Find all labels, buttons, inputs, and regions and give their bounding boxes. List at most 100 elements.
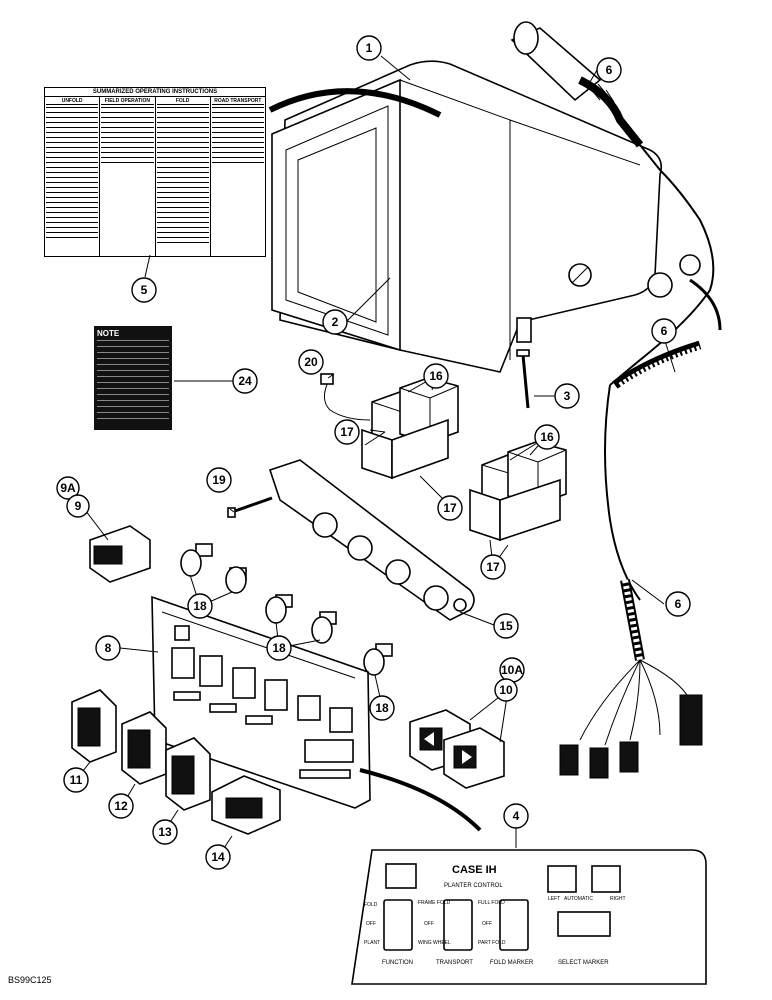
svg-text:18: 18 [375, 701, 389, 715]
function-label-fold: FOLD [364, 902, 378, 908]
svg-text:14: 14 [211, 850, 225, 864]
control-box-housing [268, 60, 663, 373]
callout-24: 24 [232, 368, 258, 394]
figure-code: BS99C125 [8, 975, 52, 985]
svg-text:17: 17 [443, 501, 457, 515]
callout-6-top: 6 [596, 57, 622, 83]
callout-19: 19 [206, 467, 232, 493]
svg-text:3: 3 [564, 389, 571, 403]
callout-4: 4 [503, 803, 529, 829]
callout-18-b: 18 [266, 635, 292, 661]
decal-brand: CASE IH [452, 864, 497, 876]
arrow-switches-10 [409, 709, 505, 789]
svg-text:18: 18 [193, 599, 207, 613]
svg-text:8: 8 [105, 641, 112, 655]
svg-text:4: 4 [513, 809, 520, 823]
svg-text:6: 6 [661, 324, 668, 338]
svg-text:16: 16 [429, 369, 443, 383]
callout-9: 9 [66, 494, 90, 518]
instructions-col-field-operation: FIELD OPERATION [101, 98, 154, 105]
callout-2: 2 [322, 309, 348, 335]
rocker-switch-14 [211, 775, 281, 835]
callout-6-low: 6 [665, 591, 691, 617]
bottom-label-select-marker: SELECT MARKER [558, 960, 609, 966]
callout-13: 13 [152, 819, 178, 845]
rocker-switch-13 [165, 737, 211, 811]
callout-8: 8 [95, 635, 121, 661]
callout-12: 12 [108, 793, 134, 819]
svg-text:16: 16 [540, 430, 554, 444]
svg-text:10: 10 [499, 683, 513, 697]
callout-16-upper: 16 [423, 363, 449, 389]
callout-15: 15 [493, 613, 519, 639]
fold-marker-label-full: FULL FOLD [478, 900, 505, 906]
svg-text:1: 1 [366, 41, 373, 55]
svg-text:24: 24 [238, 374, 252, 388]
callout-18-a: 18 [187, 593, 213, 619]
planter-control-decal: CASE IH PLANTER CONTROL FOLD OFF PLANT F… [351, 849, 707, 985]
mounting-bracket-15 [268, 459, 475, 621]
transport-label-off: OFF [424, 921, 434, 927]
select-label-left: LEFT [548, 896, 560, 902]
svg-text:17: 17 [486, 560, 500, 574]
callout-9a: 9A [56, 476, 80, 500]
note-title: NOTE [97, 329, 120, 338]
instructions-title: SUMMARIZED OPERATING INSTRUCTIONS [45, 88, 265, 97]
svg-text:9: 9 [75, 499, 82, 513]
indicator-lamps-18 [180, 543, 393, 676]
push-switch-9 [89, 525, 151, 583]
callout-16-lower: 16 [534, 424, 560, 450]
select-label-right: RIGHT [610, 896, 626, 902]
callout-6-mid: 6 [651, 318, 677, 344]
note-decal: NOTE [94, 326, 172, 430]
bottom-label-function: FUNCTION [382, 960, 413, 966]
rocker-switch-12 [121, 711, 167, 785]
function-label-plant: PLANT [364, 940, 380, 946]
instructions-col-road-transport: ROAD TRANSPORT [211, 98, 264, 105]
svg-text:9A: 9A [60, 481, 76, 495]
bottom-label-transport: TRANSPORT [436, 960, 473, 966]
transport-label-wing-wheel: WING WHEEL [418, 940, 451, 946]
callout-11: 11 [63, 767, 89, 793]
fold-marker-label-part: PART FOLD [478, 940, 506, 946]
transport-label-frame-fold: FRAME FOLD [418, 900, 451, 906]
callout-5: 5 [131, 277, 157, 303]
callout-14: 14 [205, 844, 231, 870]
callout-10a: 10A [499, 657, 525, 683]
callout-10: 10 [494, 678, 518, 702]
svg-text:12: 12 [114, 799, 128, 813]
svg-text:18: 18 [272, 641, 286, 655]
decal-title: PLANTER CONTROL [444, 883, 503, 889]
svg-text:6: 6 [606, 63, 613, 77]
callout-20: 20 [298, 349, 324, 375]
svg-text:5: 5 [141, 283, 148, 297]
callout-18-c: 18 [369, 695, 395, 721]
callout-17-b: 17 [437, 495, 463, 521]
callout-17-c: 17 [480, 554, 506, 580]
harness-connector-6 [510, 21, 722, 779]
rocker-switch-11 [71, 689, 117, 763]
svg-text:2: 2 [332, 315, 339, 329]
svg-text:13: 13 [158, 825, 172, 839]
relay-group-lower [469, 441, 567, 542]
callout-17-a: 17 [334, 419, 360, 445]
relay-group-upper [361, 377, 459, 480]
operating-instructions-decal: SUMMARIZED OPERATING INSTRUCTIONS UNFOLD… [44, 87, 266, 257]
bottom-label-fold-marker: FOLD MARKER [490, 960, 534, 966]
callouts: 1 5 2 3 6 6 6 24 20 16 16 17 17 17 19 9A… [56, 35, 691, 870]
screw-19 [227, 496, 273, 518]
svg-text:11: 11 [70, 773, 83, 787]
instructions-col-unfold: UNFOLD [46, 98, 99, 105]
svg-text:19: 19 [212, 473, 226, 487]
callout-1: 1 [356, 35, 382, 61]
screw-3 [516, 349, 530, 409]
svg-text:6: 6 [675, 597, 682, 611]
svg-text:20: 20 [304, 355, 318, 369]
select-label-automatic: AUTOMATIC [564, 896, 593, 902]
fold-marker-label-off: OFF [482, 921, 492, 927]
instructions-col-fold: FOLD [156, 98, 209, 105]
svg-text:15: 15 [499, 619, 513, 633]
function-label-off: OFF [366, 921, 376, 927]
jumper-wire-20 [320, 373, 371, 421]
